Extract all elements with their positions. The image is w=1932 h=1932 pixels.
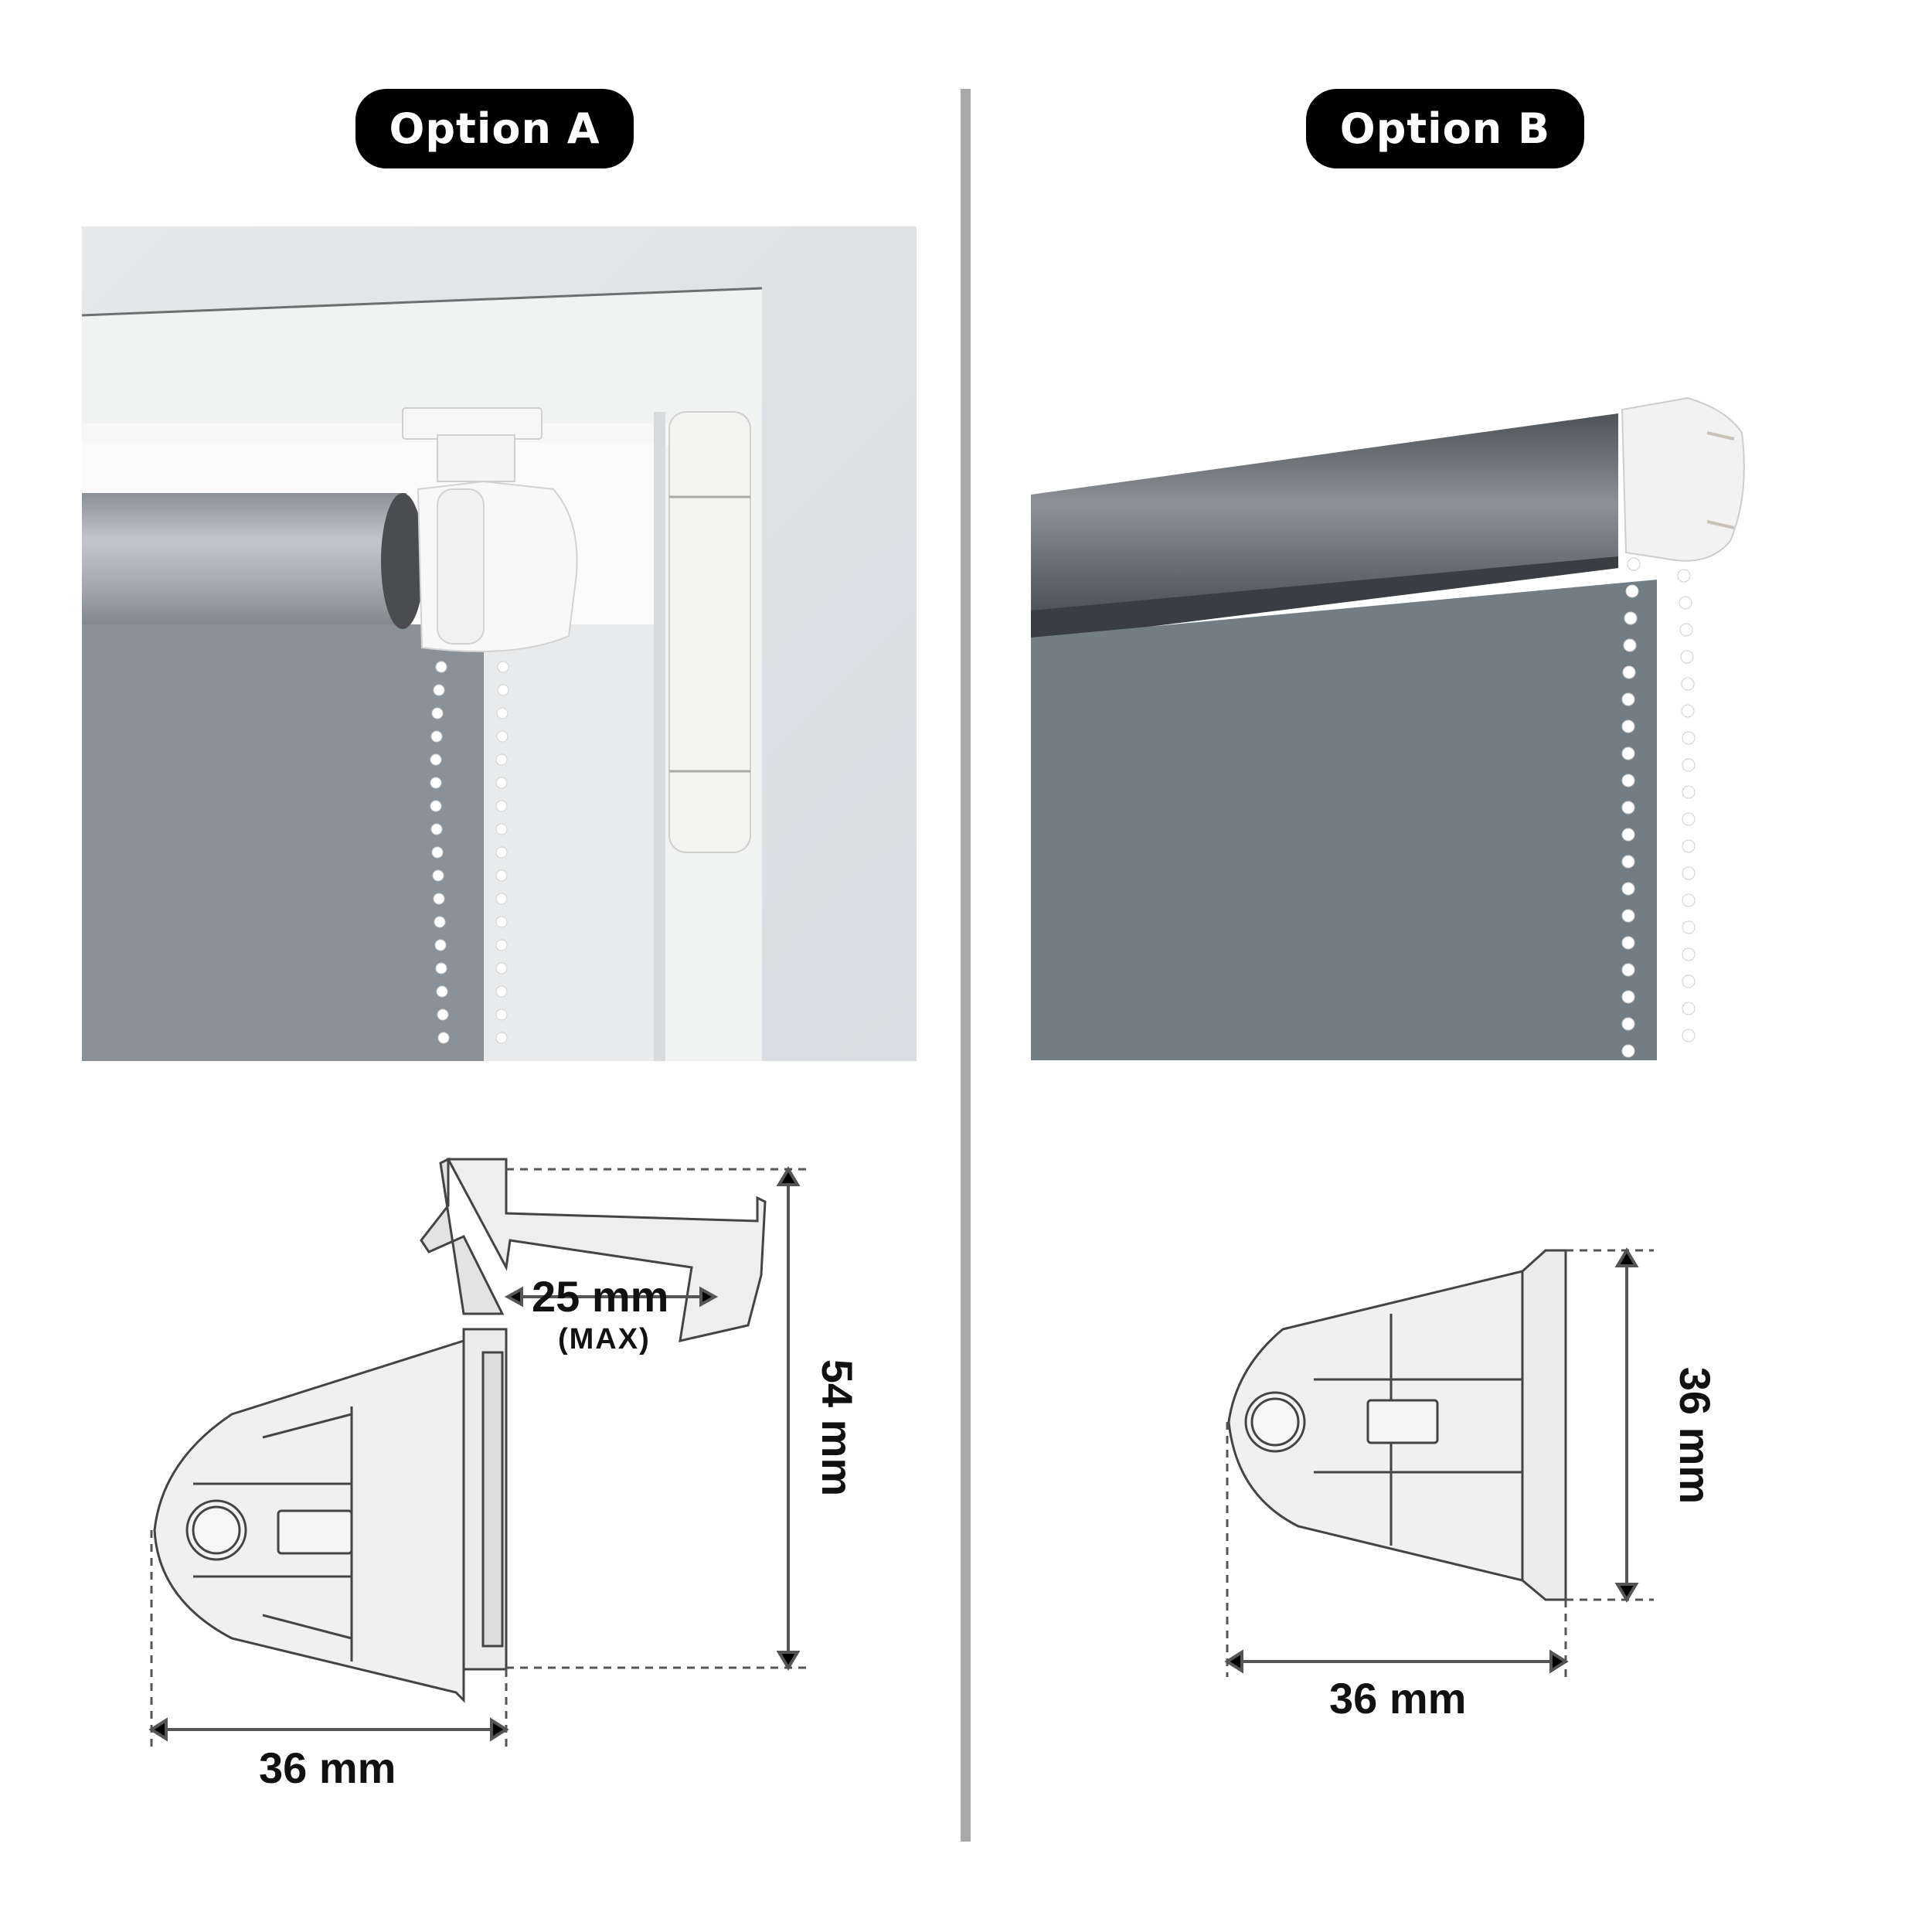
option-a-width-label: 36 mm — [259, 1743, 396, 1792]
option-b-badge: Option B — [1306, 89, 1584, 168]
column-divider — [961, 89, 971, 1842]
option-b-width-label: 36 mm — [1329, 1674, 1467, 1723]
option-a-height-label: 54 mm — [813, 1359, 862, 1497]
option-a-photo — [82, 226, 917, 1061]
option-a-label: Option A — [389, 104, 600, 153]
option-a-badge: Option A — [355, 89, 634, 168]
option-a-photo-illustration — [82, 226, 917, 1061]
option-b-photo-illustration — [1031, 379, 1835, 1060]
option-b-photo — [1031, 379, 1835, 1060]
option-a-clip-depth-note: (MAX) — [558, 1323, 651, 1355]
option-a-clip-depth-label: 25 mm — [532, 1272, 669, 1321]
option-b-height-label: 36 mm — [1671, 1366, 1720, 1505]
option-b-label: Option B — [1339, 104, 1551, 153]
